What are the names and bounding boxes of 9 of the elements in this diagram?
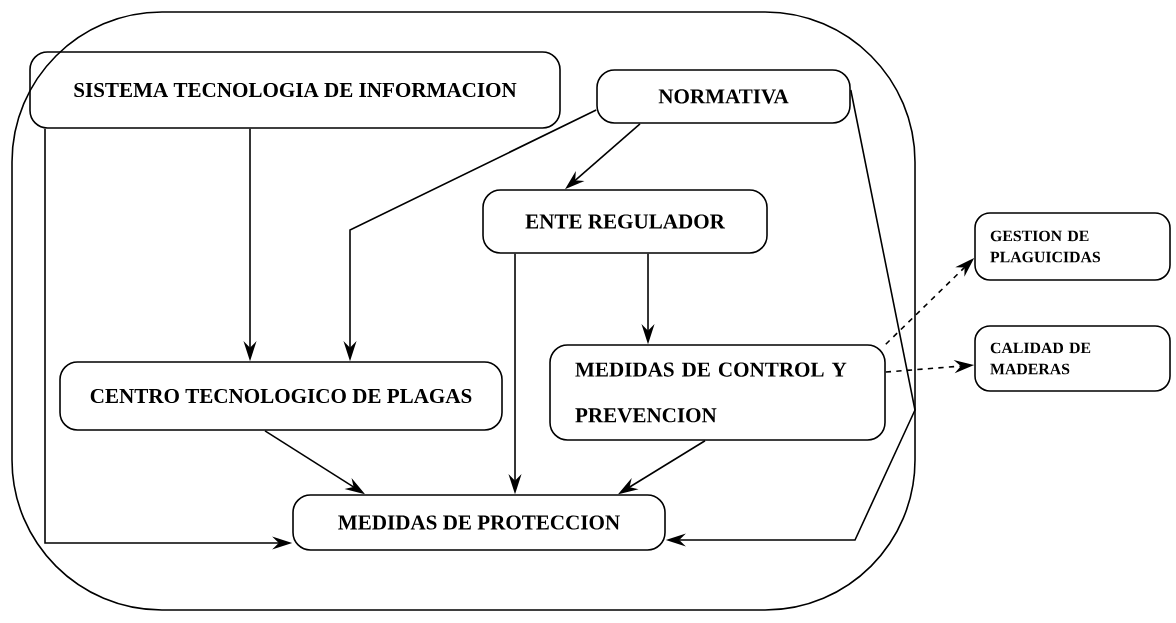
process-box: NORMATIVA (596, 69, 851, 124)
process-box: GESTION DE PLAGUICIDAS (974, 212, 1171, 281)
container-frame (11, 11, 916, 611)
process-box: MEDIDAS DE CONTROL Y PREVENCION (549, 344, 886, 441)
process-box: ENTE REGULADOR (482, 189, 768, 254)
process-box: MEDIDAS DE PROTECCION (292, 494, 666, 551)
process-box: CALIDAD DE MADERAS (974, 325, 1171, 392)
process-box: CENTRO TECNOLOGICO DE PLAGAS (59, 361, 503, 431)
process-box: SISTEMA TECNOLOGIA DE INFORMACION (29, 51, 561, 129)
